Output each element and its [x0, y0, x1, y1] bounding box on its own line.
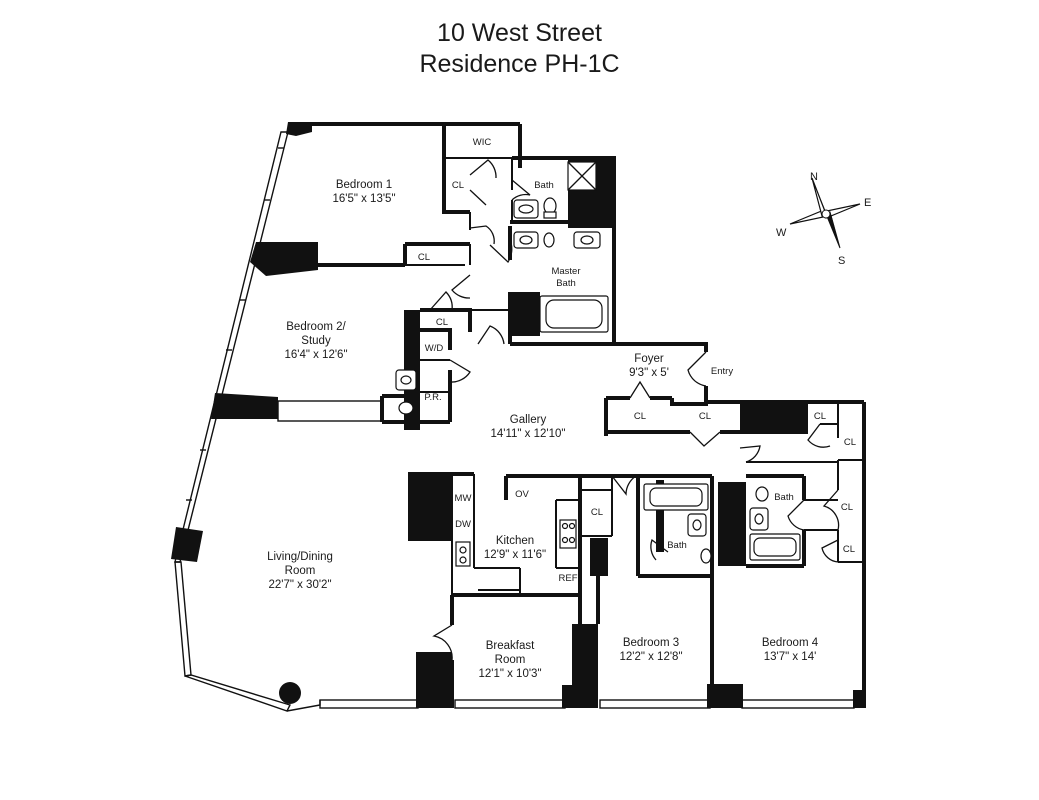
breakfast-name-2: Room [495, 654, 526, 666]
cl-label-hall-2: CL [844, 437, 856, 448]
cl-label-bed1: CL [452, 180, 464, 191]
window-south-bed3 [599, 699, 711, 709]
window-south-living [319, 699, 419, 709]
compass-e: E [864, 197, 871, 209]
master-bath-name: Master [551, 266, 580, 277]
bedroom3-name: Bedroom 3 [623, 637, 679, 649]
wic-label: WIC [473, 137, 492, 148]
entry-label: Entry [711, 366, 733, 377]
bedroom1-name: Bedroom 1 [336, 179, 392, 191]
breakfast-name: Breakfast [486, 640, 535, 652]
cl-label-bed3: CL [591, 507, 603, 518]
toilet-bed4-bath [755, 486, 769, 502]
bedroom2-dim: 16'4" x 12'6" [284, 349, 347, 361]
dw-label: DW [455, 519, 471, 530]
columns [171, 122, 865, 708]
bedroom2-name: Bedroom 2/ [286, 321, 346, 333]
foyer-name: Foyer [634, 353, 664, 365]
bedroom2-name-2: Study [301, 335, 331, 347]
title-block: 10 West Street Residence PH-1C [0, 18, 1039, 80]
gallery-name: Gallery [510, 414, 547, 426]
wd-label: W/D [425, 343, 444, 354]
compass-n: N [810, 171, 818, 183]
window-south-bed4 [741, 699, 855, 709]
cl-label-hall-4: CL [843, 544, 855, 555]
mw-label: MW [455, 493, 472, 504]
cl-label-bed2b: CL [436, 317, 448, 328]
bath-label-1: Bath [534, 180, 554, 191]
gallery-dim: 14'11" x 12'10" [490, 428, 565, 440]
bedroom1-dim: 16'5" x 13'5" [332, 193, 395, 205]
kitchen-name: Kitchen [496, 535, 534, 547]
master-toilet [543, 232, 555, 248]
ref-label: REF [559, 573, 578, 584]
cl-label-foyer-1: CL [634, 411, 646, 422]
window-west-upper [174, 131, 289, 563]
window-south-breakfast [454, 699, 566, 709]
toilet-bed3-bath [700, 548, 712, 564]
window-interior [277, 400, 383, 422]
cl-label-hall-3: CL [841, 502, 853, 513]
compass-rose: N E S W [776, 171, 871, 267]
window-southwest [184, 674, 291, 712]
foyer-dim: 9'3" x 5' [629, 367, 669, 379]
building-title: 10 West Street [437, 19, 602, 47]
compass-s: S [838, 255, 845, 267]
bath-label-bed4: Bath [774, 492, 794, 503]
cl-label-hall-1: CL [814, 411, 826, 422]
bath-label-bed3: Bath [667, 540, 687, 551]
fixtures [395, 161, 801, 567]
small-labels: WIC CL Bath CL CL W/D P.R. Entry CL CL C… [418, 137, 856, 584]
residence-title: Residence PH-1C [419, 50, 620, 78]
living-dim: 22'7" x 30'2" [268, 579, 331, 591]
compass-w: W [776, 227, 787, 239]
pr-toilet [398, 401, 414, 415]
kitchen-dim: 12'9" x 11'6" [484, 549, 546, 561]
window-west-lower [174, 561, 192, 677]
room-labels: Bedroom 1 16'5" x 13'5" Bedroom 2/ Study… [267, 179, 819, 680]
ov-label: OV [515, 489, 529, 500]
pr-label: P.R. [424, 392, 441, 403]
structural-column-round [279, 682, 301, 704]
breakfast-dim: 12'1" x 10'3" [478, 668, 541, 680]
walls [296, 122, 866, 708]
living-name-2: Room [285, 565, 316, 577]
cl-label-foyer-2: CL [699, 411, 711, 422]
master-bath-name-2: Bath [556, 278, 576, 289]
bedroom4-name: Bedroom 4 [762, 637, 819, 649]
cl-label-bed2a: CL [418, 252, 430, 263]
bedroom3-dim: 12'2" x 12'8" [619, 651, 682, 663]
bedroom4-dim: 13'7" x 14' [764, 651, 817, 663]
doors [429, 159, 840, 661]
living-name: Living/Dining [267, 551, 333, 563]
